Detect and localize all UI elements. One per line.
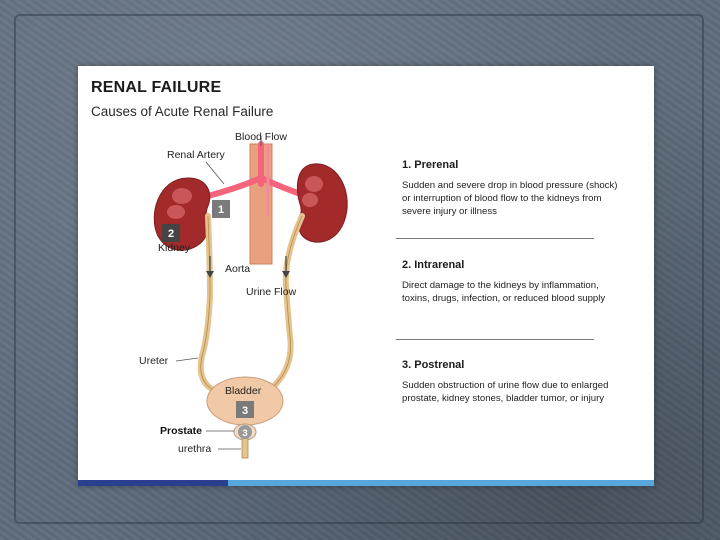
- bladder-label: Bladder: [225, 385, 262, 397]
- marker-3-prostate: [238, 425, 252, 439]
- marker-2-label: 2: [168, 228, 174, 240]
- right-ureter-edge: [273, 215, 303, 387]
- marker-1: [212, 200, 230, 218]
- marker-3-bladder: [236, 401, 254, 418]
- cause-description: Sudden obstruction of urine flow due to …: [402, 380, 609, 404]
- kidney-label: Kidney: [158, 242, 191, 254]
- cause-description: Direct damage to the kidneys by inflamma…: [402, 280, 606, 304]
- marker-3-prostate-label: 3: [242, 428, 247, 439]
- divider: [396, 238, 594, 239]
- slide-title: RENAL FAILURE: [91, 79, 222, 96]
- slide-subtitle: Causes of Acute Renal Failure: [91, 104, 274, 119]
- aorta-label: Aorta: [225, 263, 250, 275]
- left-kidney-lobe: [167, 205, 185, 219]
- cause-prerenal: 1. Prerenal Sudden and severe drop in bl…: [402, 159, 622, 218]
- marker-3-bladder-label: 3: [242, 405, 248, 417]
- blood-flow-label: Blood Flow: [235, 131, 287, 143]
- renal-artery-label: Renal Artery: [167, 149, 226, 161]
- urine-flow-arrow-left: [206, 271, 214, 278]
- prostate-label: Prostate: [160, 425, 202, 437]
- urine-flow-arrow-right: [282, 271, 290, 278]
- marker-2: [162, 224, 180, 242]
- slide: RENAL FAILURE Causes of Acute Renal Fail…: [78, 66, 654, 486]
- slide-footer-bar: [78, 480, 654, 486]
- urethra-label: urethra: [178, 443, 211, 455]
- cause-heading: 1. Prerenal: [402, 159, 459, 171]
- right-kidney-lobe: [305, 176, 323, 192]
- urinary-system-diagram: 1 2 3 3 Blood Flow Renal Artery Kidney A…: [139, 131, 348, 459]
- marker-1-label: 1: [218, 204, 224, 216]
- frame-border: [14, 14, 704, 524]
- cause-heading: 2. Intrarenal: [402, 259, 465, 271]
- right-ureter: [271, 213, 305, 389]
- ureter-label: Ureter: [139, 355, 169, 367]
- divider: [396, 339, 594, 340]
- urethra-tube: [241, 437, 249, 459]
- cause-description: Sudden and severe drop in blood pressure…: [402, 180, 618, 217]
- renal-artery-leader: [205, 161, 225, 185]
- left-kidney-lobe: [172, 188, 192, 204]
- urine-flow-label: Urine Flow: [246, 286, 297, 298]
- ureter-leader: [175, 357, 199, 362]
- cause-intrarenal: 2. Intrarenal Direct damage to the kidne…: [402, 259, 622, 305]
- right-kidney-lobe: [302, 193, 318, 207]
- cause-heading: 3. Postrenal: [402, 359, 465, 371]
- cause-postrenal: 3. Postrenal Sudden obstruction of urine…: [402, 359, 622, 405]
